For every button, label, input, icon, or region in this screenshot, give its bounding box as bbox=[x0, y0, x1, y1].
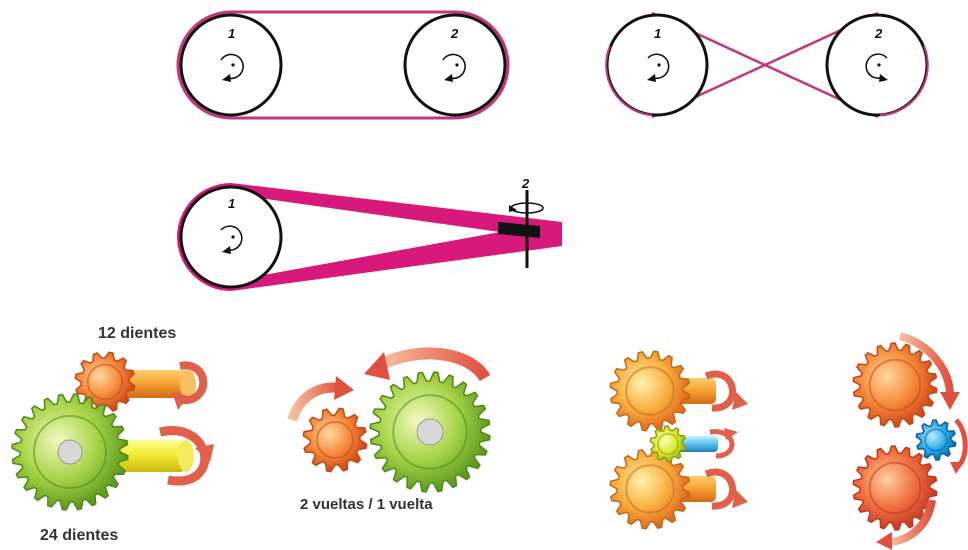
gear-ring bbox=[656, 432, 680, 456]
gear-body bbox=[302, 407, 368, 473]
pulley-icon bbox=[179, 185, 283, 289]
gear-ring bbox=[392, 394, 468, 470]
gear-icon bbox=[915, 419, 957, 461]
gear-body bbox=[609, 448, 691, 530]
gear-hub bbox=[57, 439, 83, 465]
gear-icon bbox=[649, 425, 687, 463]
rotation-arrow-icon bbox=[704, 370, 737, 412]
gear-pair-diagram: 12 dientes 24 dientes bbox=[11, 325, 214, 544]
crossed-belt-diagram: 1 2 bbox=[605, 11, 929, 119]
ratio-label: 2 vueltas / 1 vuelta bbox=[300, 496, 433, 513]
gear-ring bbox=[625, 464, 675, 514]
shaft-icon bbox=[112, 440, 186, 472]
gear-body bbox=[649, 425, 687, 463]
rotation-arrow-icon bbox=[898, 332, 954, 397]
rotation-arrow-icon bbox=[647, 53, 888, 80]
gear-icon bbox=[302, 407, 368, 473]
arrow-head bbox=[444, 74, 453, 82]
gear-icon bbox=[852, 342, 938, 428]
gear-icon bbox=[609, 350, 691, 432]
gear-train-idler-diagram bbox=[609, 350, 748, 530]
rotation-arrow-icon bbox=[889, 499, 936, 546]
gear-ring bbox=[316, 421, 354, 459]
gear-body bbox=[609, 350, 691, 432]
pulley-number-2: 2 bbox=[874, 26, 883, 41]
gear-body bbox=[74, 351, 136, 413]
belt bbox=[231, 183, 562, 291]
pulley-icon bbox=[179, 13, 283, 117]
gear-icon bbox=[11, 393, 129, 511]
small-gear-label: 12 dientes bbox=[98, 325, 176, 342]
gear-icon bbox=[74, 351, 136, 413]
rotation-arrow-icon bbox=[287, 382, 341, 422]
gear-ring bbox=[86, 363, 124, 401]
rotation-arrow-icon bbox=[220, 53, 466, 80]
gear-body bbox=[915, 419, 957, 461]
gear-ring bbox=[868, 461, 922, 515]
belt bbox=[176, 10, 510, 120]
twisted-belt-diagram: 1 2 bbox=[177, 176, 562, 291]
pulley-icon bbox=[403, 13, 507, 117]
open-belt-diagram: 1 2 bbox=[176, 10, 510, 120]
gear-icon bbox=[852, 445, 938, 531]
pulley-number-1: 1 bbox=[228, 196, 235, 211]
gear-ring bbox=[924, 428, 948, 452]
gear-hub bbox=[416, 418, 444, 446]
gear-icon bbox=[609, 448, 691, 530]
gear-ring bbox=[625, 366, 675, 416]
rotation-arrow-icon bbox=[954, 418, 968, 468]
pulley-number-1: 1 bbox=[654, 26, 661, 41]
rotation-arrow-icon bbox=[179, 361, 208, 405]
pulley-number-2: 2 bbox=[450, 26, 459, 41]
arrow-head bbox=[222, 74, 231, 82]
rotation-arrow-icon bbox=[709, 429, 735, 459]
large-gear-label: 24 dientes bbox=[40, 527, 118, 544]
rotation-arrow-icon bbox=[704, 468, 737, 510]
gear-ratio-diagram: 2 vueltas / 1 vuelta bbox=[287, 347, 491, 513]
gear-ring bbox=[868, 358, 922, 412]
gear-body bbox=[852, 445, 938, 531]
gear-idler-vertical-diagram bbox=[852, 332, 968, 550]
pulley-number-2: 2 bbox=[521, 176, 530, 191]
gear-body bbox=[852, 342, 938, 428]
gear-ring bbox=[33, 415, 107, 489]
pulley-number-1: 1 bbox=[228, 26, 235, 41]
shaft-icon bbox=[118, 370, 188, 398]
rotation-arrow-icon bbox=[377, 347, 491, 382]
gear-icon bbox=[369, 371, 491, 493]
